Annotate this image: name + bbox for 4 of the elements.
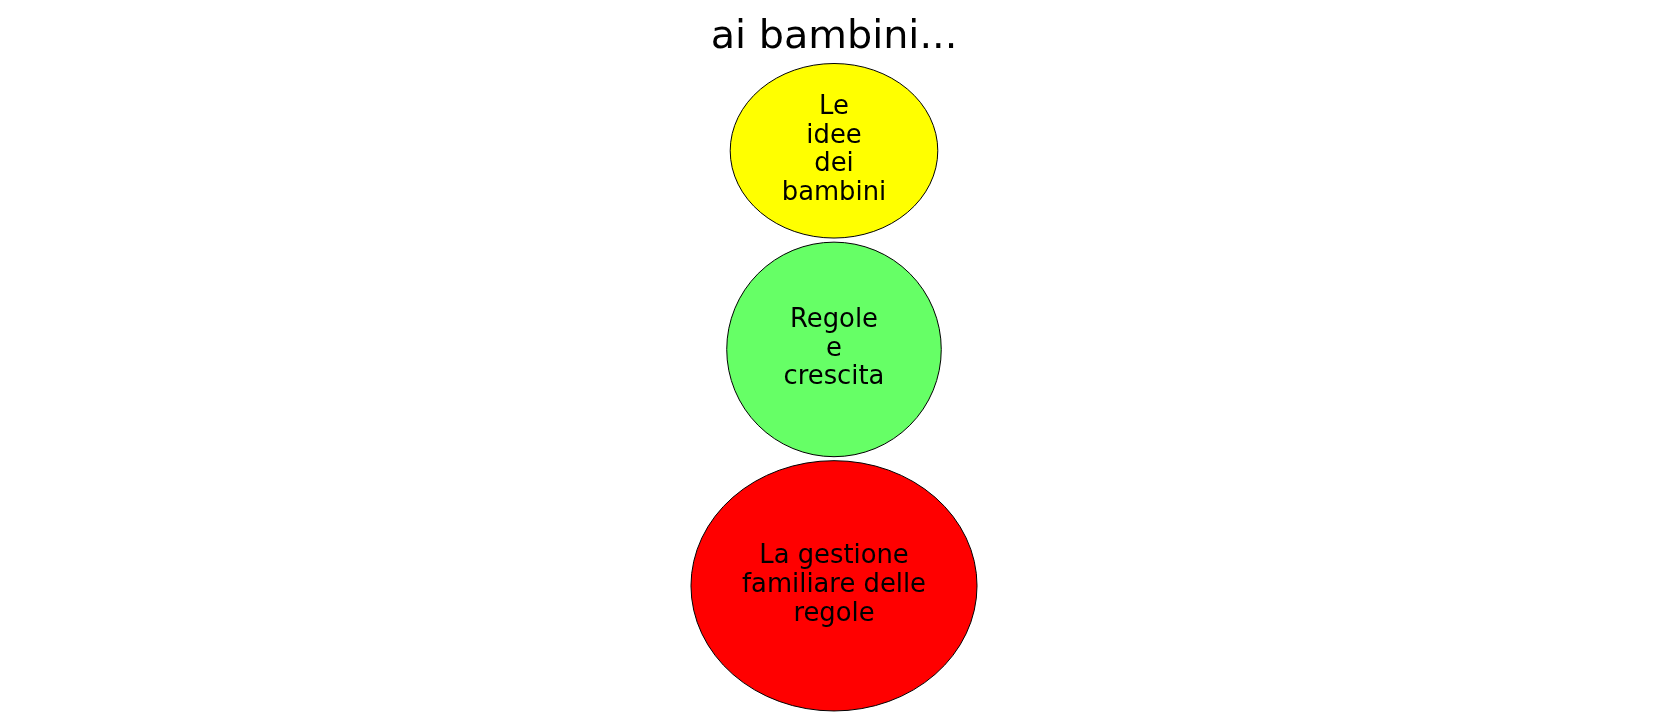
- node-ellipse: La gestione familiare delle regole: [689, 460, 978, 712]
- diagram-title: ai bambini...: [710, 10, 957, 57]
- node-circle: Regole e crescita: [725, 241, 942, 458]
- node-ellipse: Le idee dei bambini: [729, 63, 938, 239]
